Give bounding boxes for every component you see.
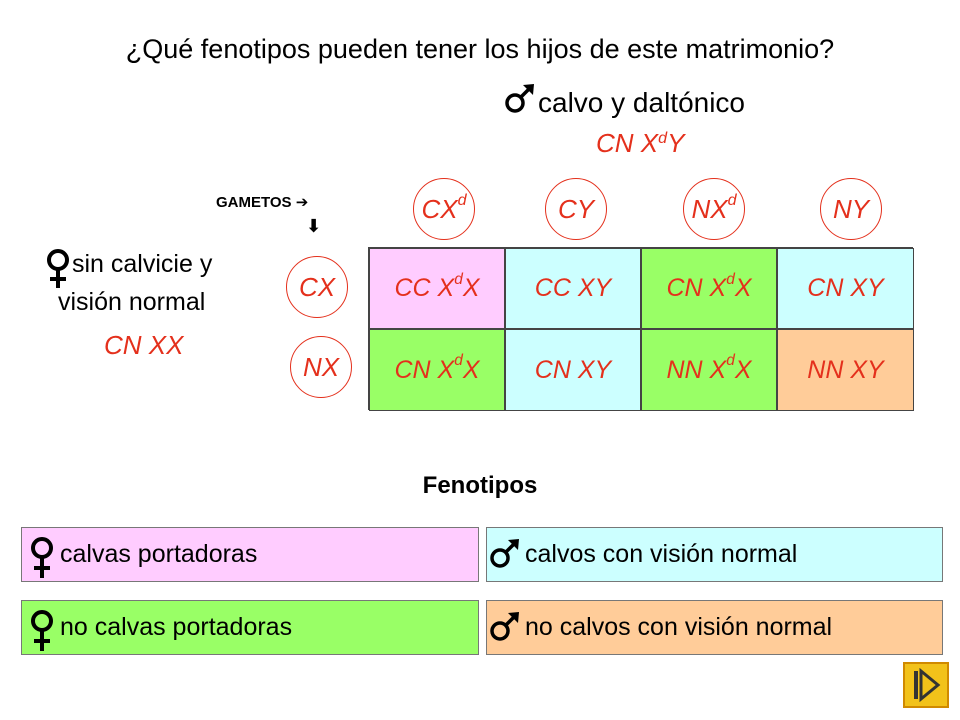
punnett-cell: CN XY [505, 329, 641, 411]
cell-pre: CN X [666, 274, 727, 302]
female-label-line2: visión normal [58, 288, 206, 316]
end-presentation-button[interactable] [903, 662, 949, 708]
cell-pre: CC XY [534, 274, 612, 302]
cell-post: X [462, 274, 480, 302]
male-parent-genotype: CN XdY [596, 128, 684, 159]
phenotype-male-nonbald-normal-vision: no calvos con visión normal [486, 600, 943, 655]
female-symbol-icon [31, 610, 53, 651]
cell-pre: NN X [666, 355, 727, 384]
gamete-base: CY [557, 193, 595, 224]
female-parent-genotype: CN XX [104, 330, 184, 360]
end-presentation-icon [914, 668, 941, 702]
phenotype-text: no calvas portadoras [60, 613, 293, 641]
male-symbol-icon [505, 84, 534, 113]
male-parent-label: calvo y daltónico [538, 87, 746, 118]
female-symbol-icon [31, 537, 53, 578]
phenotype-text: no calvos con visión normal [525, 613, 833, 641]
female-gamete-1: CX [286, 256, 348, 318]
cell-post: X [734, 274, 752, 302]
phenotype-text: calvas portadoras [60, 540, 258, 568]
phenotype-text: calvos con visión normal [525, 540, 798, 568]
male-genotype-tail: Y [667, 128, 685, 158]
question-title: ¿Qué fenotipos pueden tener los hijos de… [125, 34, 835, 64]
cell-pre: NN XY [807, 355, 884, 384]
cell-pre: CN X [394, 355, 455, 384]
phenotype-female-nonbald-carrier: no calvas portadoras [21, 600, 479, 655]
cell-sup: d [454, 270, 463, 288]
punnett-cell: CN XY [777, 248, 914, 329]
phenotype-male-bald-normal-vision: calvos con visión normal [486, 527, 943, 582]
female-symbol-icon [47, 249, 69, 288]
male-genotype-base: CN X [596, 128, 659, 158]
gamete-base: NX [302, 351, 340, 382]
female-parent-label: sin calvicie y [44, 248, 212, 290]
phenotypes-title: Fenotipos [422, 472, 538, 499]
phenotype-female-bald-carrier: calvas portadoras [21, 527, 479, 582]
gamete-base: CX [298, 271, 336, 302]
arrow-down-icon: ⬇ [306, 216, 322, 236]
cell-pre: CC X [394, 274, 455, 302]
cell-sup: d [726, 270, 735, 288]
punnett-cell: NN XY [777, 329, 914, 411]
male-genotype-sup: d [658, 129, 668, 148]
gametes-label-text: GAMETOS [216, 194, 292, 211]
cell-post: X [734, 355, 752, 384]
gamete-base: NY [832, 193, 870, 224]
male-symbol-icon [490, 612, 519, 641]
gamete-base: CX [421, 193, 458, 224]
gametes-label: GAMETOS ➔ [216, 193, 308, 211]
punnett-cell: CC XY [505, 248, 641, 329]
male-gamete-2: CY [545, 178, 607, 240]
male-gamete-4: NY [820, 178, 882, 240]
arrow-right-icon: ➔ [295, 194, 309, 211]
cell-sup: d [726, 352, 735, 370]
male-parent-header: calvo y daltónico [504, 82, 745, 119]
cell-sup: d [454, 352, 463, 370]
gamete-sup: d [457, 190, 467, 209]
female-label-line1: sin calvicie y [72, 250, 213, 278]
cell-pre: CN XY [534, 355, 612, 384]
gamete-sup: d [727, 190, 737, 209]
gamete-base: NX [691, 193, 728, 224]
male-symbol-icon [490, 539, 519, 568]
female-gamete-2: NX [290, 336, 352, 398]
cell-pre: CN XY [807, 274, 884, 302]
cell-post: X [462, 355, 480, 384]
